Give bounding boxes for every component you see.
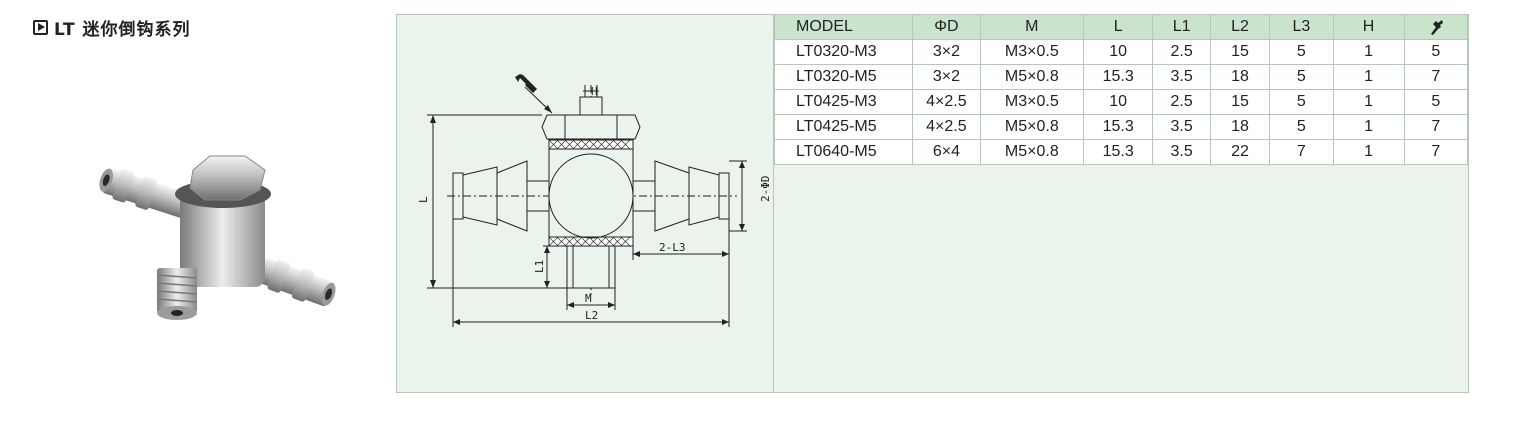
dim-h-label: H bbox=[591, 85, 598, 98]
dim-m-label: M bbox=[585, 292, 592, 305]
table-row: LT0320-M3 3×2 M3×0.5 10 2.5 15 5 1 5 bbox=[773, 39, 1469, 65]
dim-l1-label: L1 bbox=[533, 260, 546, 273]
cell-l: 15.3 bbox=[1082, 64, 1154, 90]
cell-l1: 2.5 bbox=[1152, 89, 1211, 115]
cell-l1: 3.5 bbox=[1152, 114, 1211, 140]
header-model: MODEL bbox=[773, 15, 914, 40]
header-od: ΦD bbox=[912, 15, 981, 40]
cell-l1: 3.5 bbox=[1152, 139, 1211, 165]
cell-h: 1 bbox=[1332, 39, 1405, 65]
play-icon bbox=[33, 19, 48, 35]
cell-wrench: 7 bbox=[1403, 139, 1469, 165]
cell-l: 10 bbox=[1082, 89, 1154, 115]
technical-drawing: H L L1 2-L3 2-ΦD M L2 bbox=[397, 15, 774, 392]
cell-od: 4×2.5 bbox=[912, 89, 981, 115]
header-l2: L2 bbox=[1209, 15, 1271, 40]
cell-m: M3×0.5 bbox=[979, 89, 1084, 115]
cell-wrench: 5 bbox=[1403, 89, 1469, 115]
cell-h: 1 bbox=[1332, 64, 1405, 90]
wrench-icon bbox=[1430, 19, 1443, 35]
spec-panel: H L L1 2-L3 2-ΦD M L2 MODEL ΦD M L L1 L2 bbox=[396, 14, 1469, 393]
dim-l2-label: L2 bbox=[585, 309, 598, 322]
cell-l1: 3.5 bbox=[1152, 64, 1211, 90]
product-photo bbox=[99, 155, 336, 320]
cell-wrench: 5 bbox=[1403, 39, 1469, 65]
cell-m: M5×0.8 bbox=[979, 139, 1084, 165]
header-m: M bbox=[979, 15, 1084, 40]
section-title: LT 迷你倒钩系列 bbox=[54, 19, 191, 40]
cell-l3: 7 bbox=[1269, 139, 1334, 165]
dim-l3-label: 2-L3 bbox=[659, 241, 686, 254]
cell-model: LT0425-M5 bbox=[773, 114, 914, 140]
header-l: L bbox=[1082, 15, 1154, 40]
table-row: LT0320-M5 3×2 M5×0.8 15.3 3.5 18 5 1 7 bbox=[773, 64, 1469, 90]
cell-l2: 22 bbox=[1209, 139, 1271, 165]
spec-table: MODEL ΦD M L L1 L2 L3 H LT0320-M3 3×2 M3… bbox=[773, 15, 1469, 165]
cell-l: 15.3 bbox=[1082, 139, 1154, 165]
cell-l1: 2.5 bbox=[1152, 39, 1211, 65]
cell-wrench: 7 bbox=[1403, 114, 1469, 140]
cell-l: 10 bbox=[1082, 39, 1154, 65]
dim-l-label: L bbox=[417, 196, 430, 203]
wrench-icon bbox=[515, 74, 537, 93]
cell-od: 6×4 bbox=[912, 139, 981, 165]
cell-l2: 18 bbox=[1209, 114, 1271, 140]
cell-l: 15.3 bbox=[1082, 114, 1154, 140]
table-row: LT0425-M3 4×2.5 M3×0.5 10 2.5 15 5 1 5 bbox=[773, 89, 1469, 115]
cell-h: 1 bbox=[1332, 139, 1405, 165]
cell-l2: 15 bbox=[1209, 89, 1271, 115]
table-row: LT0425-M5 4×2.5 M5×0.8 15.3 3.5 18 5 1 7 bbox=[773, 114, 1469, 140]
cell-od: 4×2.5 bbox=[912, 114, 981, 140]
cell-h: 1 bbox=[1332, 114, 1405, 140]
cell-l3: 5 bbox=[1269, 89, 1334, 115]
header-h: H bbox=[1332, 15, 1405, 40]
cell-model: LT0320-M3 bbox=[773, 39, 914, 65]
cell-od: 3×2 bbox=[912, 39, 981, 65]
cell-od: 3×2 bbox=[912, 64, 981, 90]
cell-l3: 5 bbox=[1269, 64, 1334, 90]
cell-h: 1 bbox=[1332, 89, 1405, 115]
header-l1: L1 bbox=[1152, 15, 1211, 40]
cell-model: LT0425-M3 bbox=[773, 89, 914, 115]
section-heading: LT 迷你倒钩系列 bbox=[33, 16, 191, 40]
header-l3: L3 bbox=[1269, 15, 1334, 40]
table-header-row: MODEL ΦD M L L1 L2 L3 H bbox=[773, 15, 1469, 40]
cell-l3: 5 bbox=[1269, 39, 1334, 65]
cell-l3: 5 bbox=[1269, 114, 1334, 140]
cell-m: M5×0.8 bbox=[979, 114, 1084, 140]
cell-wrench: 7 bbox=[1403, 64, 1469, 90]
cell-m: M3×0.5 bbox=[979, 39, 1084, 65]
cell-model: LT0320-M5 bbox=[773, 64, 914, 90]
cell-m: M5×0.8 bbox=[979, 64, 1084, 90]
header-wrench bbox=[1403, 15, 1469, 40]
cell-model: LT0640-M5 bbox=[773, 139, 914, 165]
cell-l2: 18 bbox=[1209, 64, 1271, 90]
table-row: LT0640-M5 6×4 M5×0.8 15.3 3.5 22 7 1 7 bbox=[773, 139, 1469, 165]
cell-l2: 15 bbox=[1209, 39, 1271, 65]
dim-d-label: 2-ΦD bbox=[759, 176, 772, 203]
